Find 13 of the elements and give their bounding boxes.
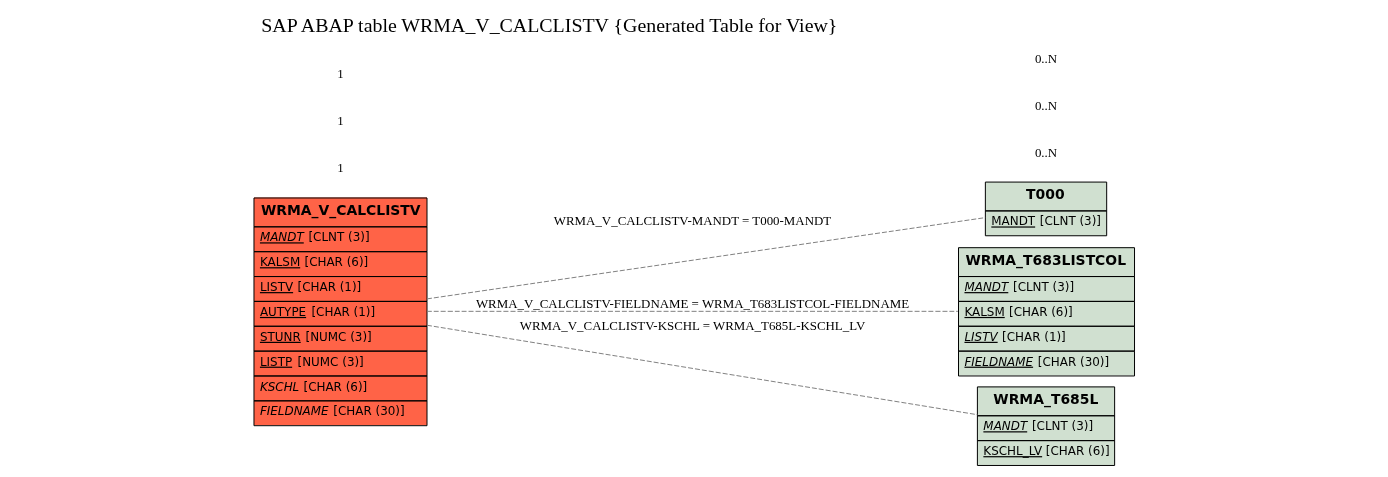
edge-label: WRMA_V_CALCLISTV-KSCHL = WRMA_T685L-KSCHL_LV bbox=[519, 317, 866, 333]
diagram-title: SAP ABAP table WRMA_V_CALCLISTV {Generated Table for View} bbox=[261, 13, 838, 36]
label: 1 bbox=[337, 112, 344, 128]
label: 0..N bbox=[1034, 144, 1058, 160]
label: 0..N bbox=[1034, 97, 1058, 113]
connector bbox=[426, 324, 978, 416]
label: 1 bbox=[337, 159, 344, 175]
connector bbox=[426, 217, 986, 300]
label: 1 bbox=[337, 66, 344, 82]
edge-label: WRMA_V_CALCLISTV-FIELDNAME = WRMA_T683LISTCOL-FIELDNAME bbox=[475, 295, 910, 311]
edge-label: WRMA_V_CALCLISTV-MANDT = T000-MANDT bbox=[553, 213, 832, 229]
connector bbox=[426, 310, 959, 312]
label: 0..N bbox=[1034, 51, 1058, 67]
